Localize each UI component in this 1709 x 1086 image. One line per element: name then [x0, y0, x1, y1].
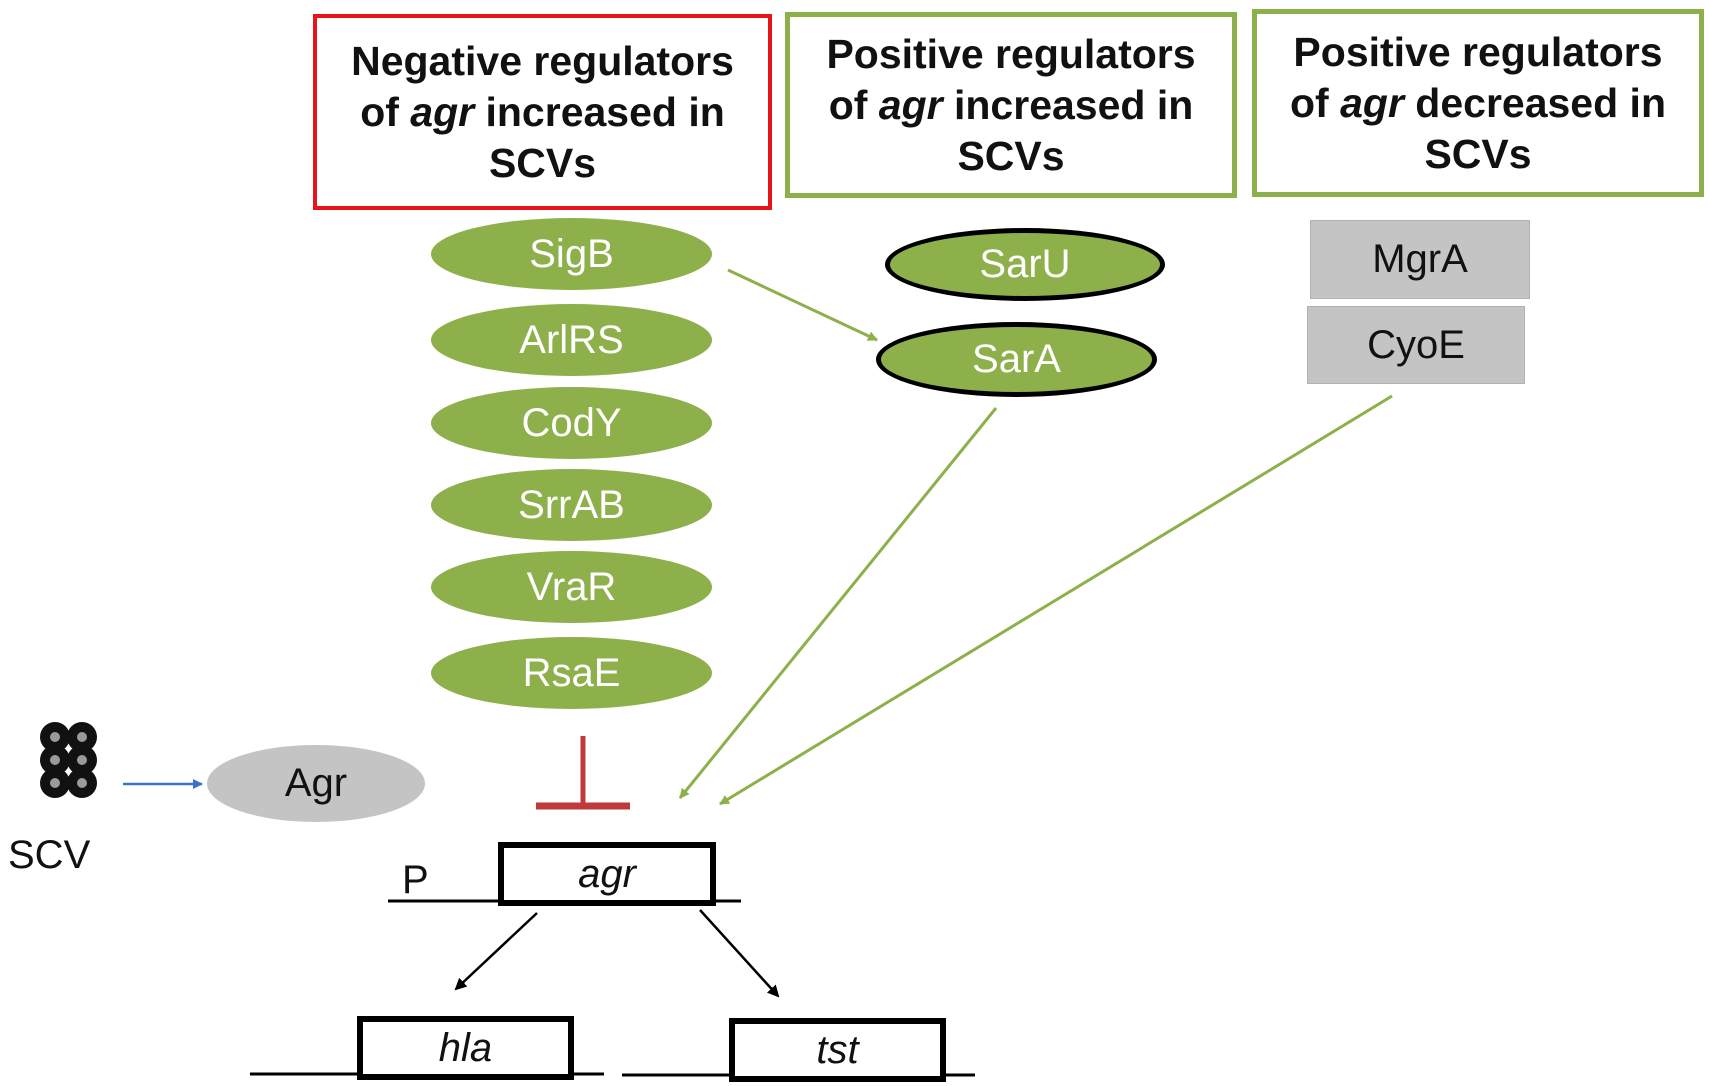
scv-label: SCV	[8, 833, 91, 877]
regulator-cyoe: CyoE	[1307, 306, 1525, 384]
regulator-vrar: VraR	[431, 551, 712, 623]
regulator-sigb: SigB	[431, 218, 712, 290]
positive-decreased-header: Positive regulators of agr decreased in …	[1252, 9, 1704, 197]
regulator-srrab: SrrAB	[431, 469, 712, 541]
promoter-label: P	[402, 858, 429, 902]
header-line-1: Positive regulators	[1293, 28, 1663, 75]
regulator-sara: SarA	[876, 322, 1157, 397]
header-line-2: of agr decreased in	[1290, 79, 1666, 126]
header-line-3: SCVs	[488, 139, 597, 186]
header-line-3: SCVs	[1424, 130, 1532, 177]
tst-gene-box: tst	[729, 1018, 946, 1082]
header-line-1: Negative regulators	[351, 37, 734, 84]
regulator-saru: SarU	[885, 228, 1165, 301]
agr-to-hla-arrow	[454, 912, 538, 991]
cyoe-to-agr-arrow	[719, 394, 1393, 806]
agr-gene-box: agr	[498, 842, 716, 906]
positive-increased-header: Positive regulators of agr increased in …	[785, 12, 1237, 198]
sara-to-agr-arrow	[678, 407, 998, 799]
scv-cluster-icon	[40, 722, 97, 798]
inhibition-symbol	[536, 736, 630, 810]
header-line-2: of agr increased in	[360, 88, 725, 135]
sigb-to-sara-arrow	[727, 268, 878, 342]
agr-node: Agr	[207, 745, 425, 822]
hla-gene-box: hla	[357, 1016, 574, 1080]
agr-to-tst-arrow	[699, 909, 780, 998]
regulator-mgra: MgrA	[1310, 220, 1530, 299]
negative-regulators-header: Negative regulators of agr increased in …	[313, 14, 772, 210]
regulator-rsae: RsaE	[431, 637, 712, 709]
header-line-3: SCVs	[957, 132, 1065, 179]
regulator-cody: CodY	[431, 387, 712, 459]
header-line-2: of agr increased in	[828, 81, 1194, 128]
header-line-1: Positive regulators	[826, 30, 1196, 77]
regulator-arlrs: ArlRS	[431, 304, 712, 376]
